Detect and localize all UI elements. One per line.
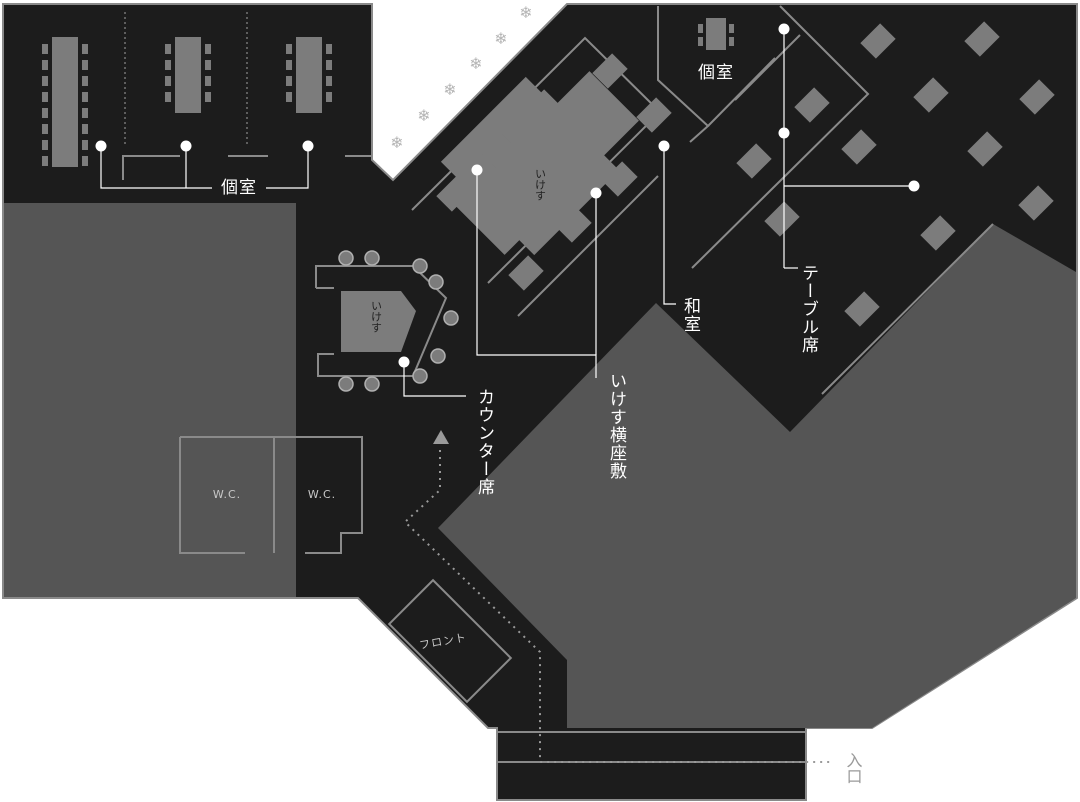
label-restroom-2: W.C. (308, 488, 336, 501)
snowflake-icon: ❄ (443, 80, 456, 99)
ikesu-tank-2-shape (455, 71, 639, 255)
snowflake-icons: ❄ ❄ ❄ ❄ ❄ ❄ (390, 3, 532, 152)
label-ikesu-zashiki: いけす横座敷 (606, 372, 627, 480)
label-counter-seats: カウンター席 (474, 388, 495, 496)
label-entrance: 入口 (844, 752, 863, 784)
snowflake-icon: ❄ (494, 29, 507, 48)
label-private-room-small: 個室 (698, 63, 734, 83)
private-room-table-1 (42, 37, 88, 167)
private-room-table-2 (165, 37, 211, 113)
private-room-table-3 (286, 37, 332, 113)
front-desk (387, 578, 513, 704)
restrooms (179, 436, 363, 554)
table-seats-area (736, 21, 1055, 395)
label-private-room-top: 個室 (221, 178, 257, 198)
ikesu-zashiki-area (411, 36, 672, 317)
label-ikesu-tank-2: いけす (534, 168, 547, 201)
private-rooms-top (42, 12, 372, 180)
arrow-up-icon (433, 430, 449, 444)
snowflake-icon: ❄ (390, 133, 403, 152)
entrance-area (403, 430, 832, 763)
snowflake-icon: ❄ (519, 3, 532, 22)
label-restroom-1: W.C. (213, 488, 241, 501)
snowflake-icon: ❄ (417, 106, 430, 125)
label-ikesu-tank-1: いけす (370, 300, 383, 333)
snowflake-icon: ❄ (469, 54, 482, 73)
washitsu-walls (657, 5, 870, 269)
leader-lines (95, 23, 920, 397)
kitchen-block (438, 224, 1076, 728)
label-washitsu: 和室 (680, 297, 701, 333)
ikesu-tank-1 (341, 291, 416, 352)
label-table-seats: テーブル席 (798, 264, 819, 354)
left-block (4, 203, 296, 597)
counter-area (315, 250, 459, 392)
